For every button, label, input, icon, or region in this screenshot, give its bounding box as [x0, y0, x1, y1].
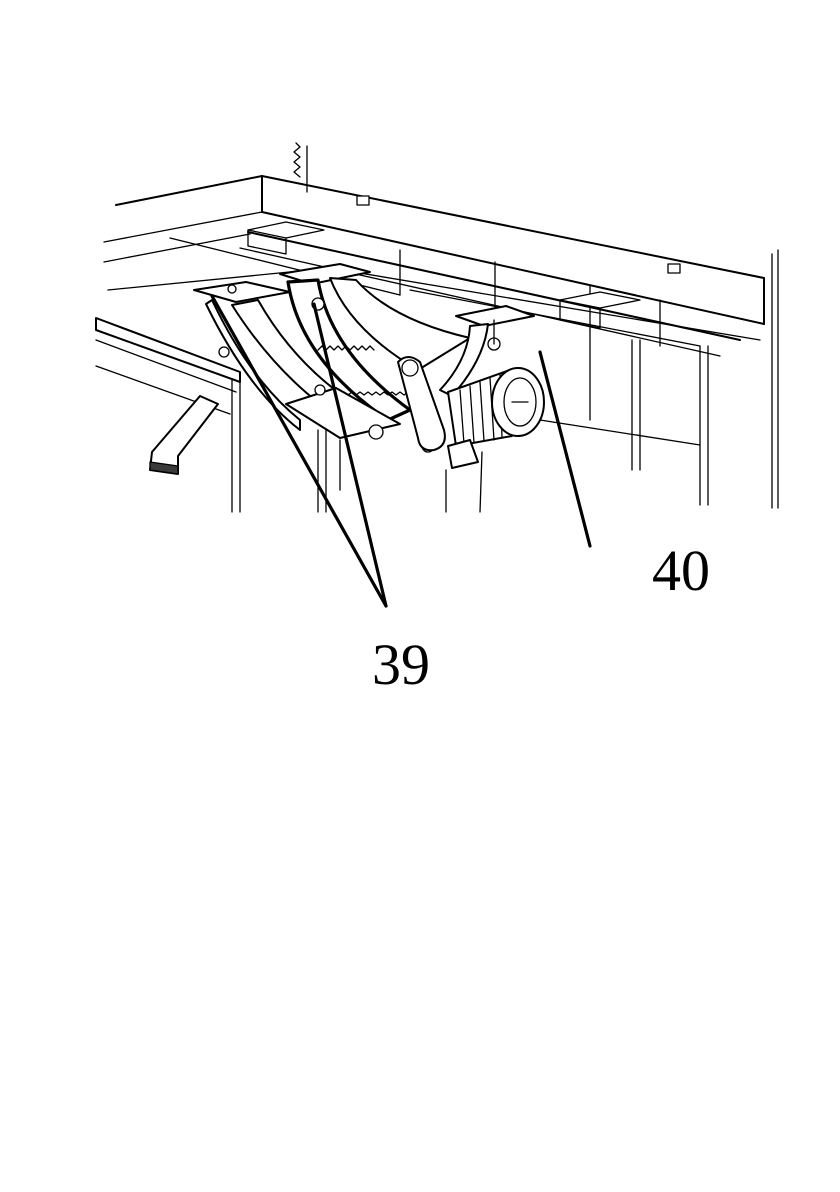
lower-legs: [318, 430, 340, 512]
motor: [446, 368, 544, 512]
callout-label-40: 40: [652, 538, 710, 603]
extension-rail: [96, 318, 240, 512]
tilt-lever: [398, 357, 445, 450]
callout-label-39: 39: [372, 632, 430, 697]
